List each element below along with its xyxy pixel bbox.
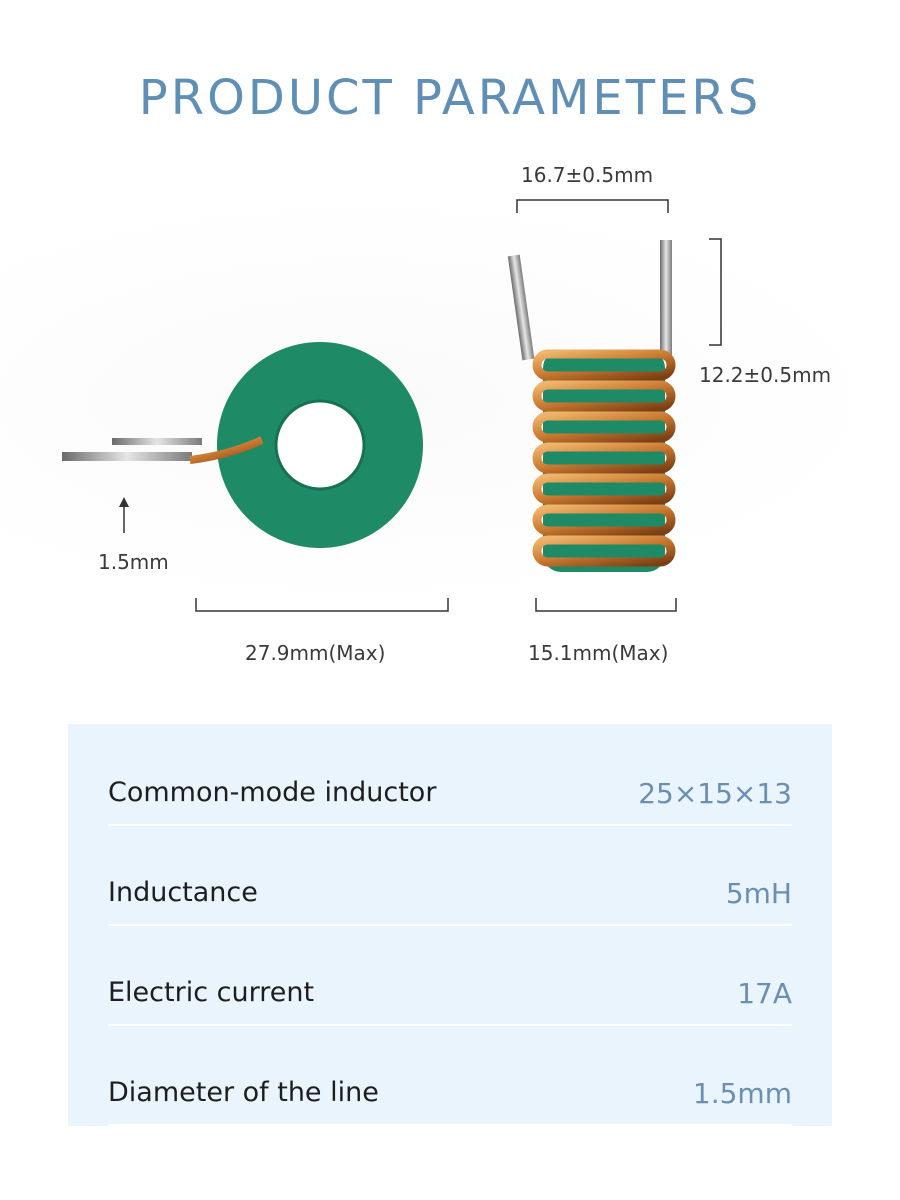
spec-name: Electric current xyxy=(108,977,315,1008)
spec-value: 5mH xyxy=(725,877,792,910)
spec-value: 17A xyxy=(737,977,792,1010)
dim-label-side-width: 15.1mm(Max) xyxy=(528,641,669,665)
dim-label-height: 12.2±0.5mm xyxy=(699,363,832,387)
dimension-lines xyxy=(123,199,722,612)
product-drawing xyxy=(62,199,722,612)
dim-top-bracket xyxy=(516,199,669,213)
toroid-windings xyxy=(206,325,440,565)
toroid-hole xyxy=(276,401,364,489)
spec-row: Electric current 17A xyxy=(108,924,792,1026)
spec-value: 25×15×13 xyxy=(638,777,792,810)
side-windings xyxy=(532,349,676,567)
toroid-pin-lower xyxy=(62,452,192,461)
spec-name: Inductance xyxy=(108,877,258,908)
dim-height-bracket xyxy=(709,238,722,346)
dim-label-wire: 1.5mm xyxy=(98,550,169,574)
side-view-inductor-image xyxy=(507,240,676,572)
spec-name: Common-mode inductor xyxy=(108,777,437,808)
dim-label-top-width: 16.7±0.5mm xyxy=(521,163,654,187)
arrow-up-icon xyxy=(119,497,129,507)
dim-toroid-bracket xyxy=(195,598,449,612)
spec-value: 1.5mm xyxy=(692,1077,792,1110)
side-pin-right xyxy=(660,240,672,355)
dim-side-bracket xyxy=(535,598,677,612)
side-pin-left xyxy=(507,254,535,361)
product-photo-background xyxy=(0,190,900,610)
toroid-inductor-image xyxy=(62,325,440,565)
dim-label-toroid-width: 27.9mm(Max) xyxy=(245,641,386,665)
spec-row: Common-mode inductor 25×15×13 xyxy=(108,724,792,826)
spec-row: Inductance 5mH xyxy=(108,824,792,926)
spec-name: Diameter of the line xyxy=(108,1077,379,1108)
spec-panel: Common-mode inductor 25×15×13 Inductance… xyxy=(68,724,832,1126)
toroid-pin-upper xyxy=(112,438,202,445)
spec-row: Diameter of the line 1.5mm xyxy=(108,1024,792,1126)
page-title: PRODUCT PARAMETERS xyxy=(138,70,762,126)
